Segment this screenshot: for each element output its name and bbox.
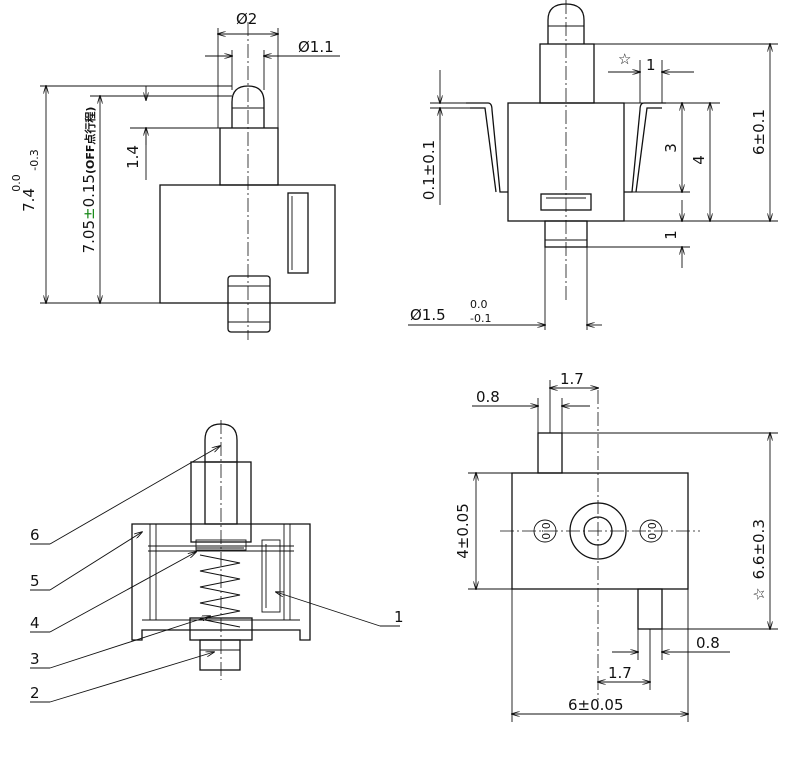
front-view (40, 22, 340, 340)
dim-1-pin: 1 (662, 230, 680, 240)
dim-dia-1-5: Ø1.5 (410, 306, 446, 324)
callout-3: 3 (30, 650, 40, 668)
dim-4: 4 (690, 155, 708, 165)
dim-1-7-bottom: 1.7 (608, 664, 632, 682)
callout-5: 5 (30, 572, 40, 590)
dim-7-4-tol-upper: 0.0 (10, 174, 23, 192)
callout-4: 4 (30, 614, 40, 632)
callout-6: 6 (30, 526, 40, 544)
dim-3: 3 (662, 143, 680, 153)
callout-2: 2 (30, 684, 40, 702)
dim-6: 6±0.1 (750, 109, 768, 155)
front-dim-texts: Ø2 Ø1.1 7.4 0.0 -0.3 7.05±0.15(OFF点行程) 1… (10, 10, 334, 253)
dim-0-1: 0.1±0.1 (420, 140, 438, 200)
dim-6-005: 6±0.05 (568, 696, 624, 714)
top-view: 0.0 0.0 (468, 380, 778, 722)
dim-1-7-top: 1.7 (560, 370, 584, 388)
side-view (408, 0, 778, 330)
dim-7-4-tol-lower: -0.3 (28, 149, 41, 170)
dim-dia-2: Ø2 (236, 10, 257, 28)
dim-0-8-bottom: 0.8 (696, 634, 720, 652)
top-dim-texts: 1.7 0.8 4±0.05 ☆6.6±0.3 0.8 1.7 6±0.05 (454, 370, 768, 714)
dim-0-8-top: 0.8 (476, 388, 500, 406)
dim-1-4: 1.4 (124, 145, 142, 169)
star-mark: ☆ (618, 50, 631, 68)
dim-7-4: 7.4 (20, 188, 38, 212)
side-dim-texts: ☆ 1 6±0.1 4 3 1 0.1±0.1 Ø1.5 0.0 -0.1 (410, 50, 768, 325)
dim-6-6: ☆6.6±0.3 (750, 519, 768, 601)
callout-labels: 6 5 4 3 2 1 (30, 526, 404, 702)
section-view (30, 420, 400, 703)
callout-1: 1 (394, 608, 404, 626)
dim-1-terminal: 1 (646, 56, 656, 74)
dim-dia-1-1: Ø1.1 (298, 38, 334, 56)
dim-4-005: 4±0.05 (454, 503, 472, 559)
dim-dia-1-5-tol-upper: 0.0 (470, 298, 488, 311)
dim-7-05: 7.05±0.15(OFF点行程) (80, 107, 98, 254)
hole-right-mark: 0.0 (645, 522, 658, 540)
dim-dia-1-5-tol-lower: -0.1 (470, 312, 491, 325)
